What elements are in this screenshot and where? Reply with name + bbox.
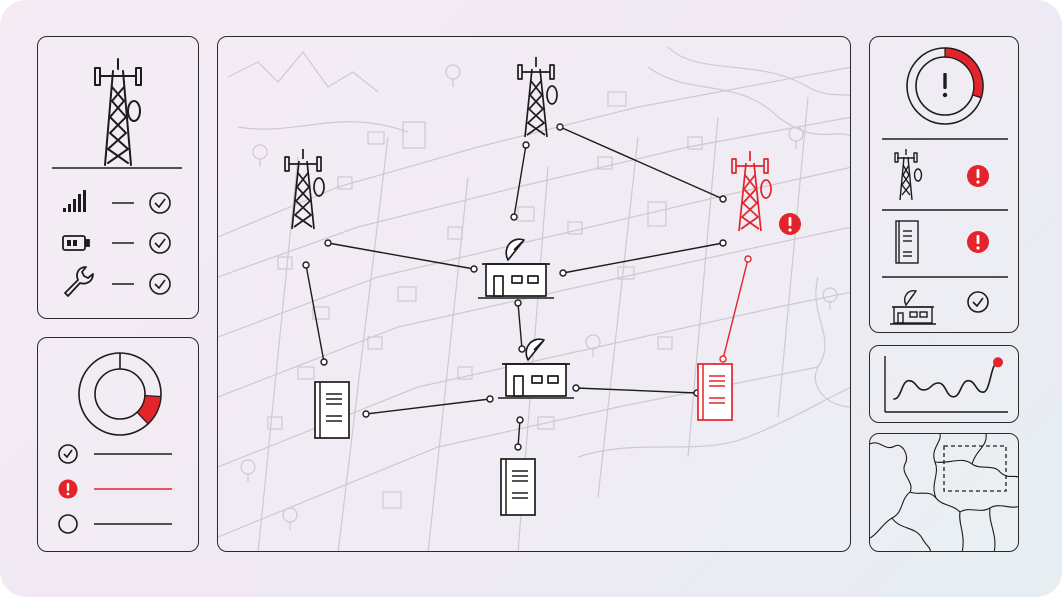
server-icon [895, 220, 919, 264]
minimap-panel[interactable] [869, 433, 1019, 552]
legend-ok-row [58, 444, 172, 464]
link-hub-lower-to-server-left [362, 395, 494, 418]
node-hub-lower[interactable] [498, 338, 574, 399]
node-server-left[interactable] [314, 381, 350, 439]
empty-circle-icon [58, 514, 78, 534]
alert-overview-panel[interactable] [869, 36, 1019, 333]
node-tower-top[interactable] [517, 57, 558, 138]
alert-gauge [906, 47, 984, 125]
tower-icon [94, 58, 142, 166]
network-nodes [284, 57, 801, 516]
status-row-server [895, 220, 989, 264]
link-hub-lower-to-server-bottom [514, 416, 524, 451]
node-hub-upper[interactable] [478, 238, 554, 299]
trend-panel[interactable] [869, 345, 1019, 423]
station-icon [890, 290, 936, 325]
health-summary-graphic [58, 352, 172, 534]
tower-status-graphic [52, 58, 182, 297]
trend-line [893, 361, 999, 400]
alert-exclamation-icon [779, 213, 801, 235]
donut-alert-segment [136, 394, 162, 425]
link-tower-left-to-server-left [302, 261, 328, 366]
battery-icon [62, 235, 90, 251]
node-tower-right[interactable] [731, 151, 801, 235]
link-hub-upper-to-hub-lower [514, 299, 526, 353]
health-donut-chart [78, 352, 162, 436]
link-tower-right-to-server-right [719, 255, 752, 363]
status-row-tower [894, 149, 989, 201]
map-streets [218, 46, 850, 551]
gauge-alert-segment [944, 47, 984, 99]
trend-chart [884, 356, 1008, 413]
link-hub-lower-to-server-right [572, 384, 701, 397]
tower-status-panel[interactable] [37, 36, 199, 319]
link-tower-top-to-hub-upper [510, 141, 530, 221]
map-buildings [267, 91, 703, 509]
signal-bars-icon [63, 190, 86, 212]
check-icon [967, 291, 989, 313]
check-icon [149, 232, 171, 254]
trend-latest-point [993, 357, 1003, 368]
check-icon [149, 273, 171, 295]
network-map-panel[interactable] [217, 36, 851, 552]
map-trees [240, 64, 838, 530]
minimap [870, 434, 1018, 551]
node-server-right[interactable] [697, 363, 733, 421]
legend-empty-row [58, 514, 172, 534]
wrench-icon [64, 266, 94, 297]
check-icon [58, 444, 78, 464]
legend-alert-row [58, 479, 172, 499]
tower-icon [894, 149, 923, 201]
link-hub-upper-to-tower-right [559, 239, 727, 277]
minimap-borders [870, 434, 1018, 551]
network-map [218, 46, 850, 551]
status-row-station [890, 290, 989, 325]
minimap-viewport-indicator [943, 445, 1007, 492]
alert-exclamation-icon [942, 73, 948, 98]
node-tower-left[interactable] [284, 149, 325, 230]
health-summary-panel[interactable] [37, 337, 199, 552]
alert-overview-graphic [882, 47, 1008, 325]
node-server-bottom[interactable] [500, 458, 536, 516]
network-links [302, 123, 752, 451]
link-tower-top-to-tower-right [556, 123, 727, 203]
link-tower-left-to-hub-upper [324, 239, 478, 273]
check-icon [149, 192, 171, 214]
